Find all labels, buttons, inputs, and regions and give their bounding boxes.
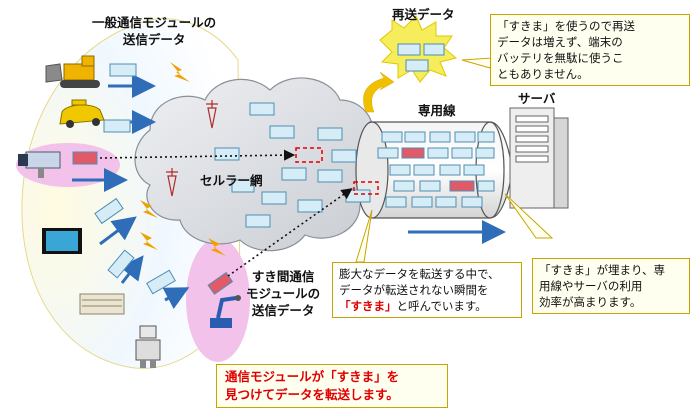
robot-arm-icon (210, 295, 241, 328)
callout-gap-explain-line: 膨大なデータを転送する中で、 (339, 267, 500, 281)
gap-term: 「すきま」 (339, 299, 397, 313)
cellular-network-label: セルラー網 (200, 173, 263, 188)
air-conditioner-icon (79, 293, 125, 315)
general-module-label-line: 一般通信モジュールの (92, 15, 217, 30)
callout-gap-explain-line: 「すきま」と呼んでいます。 (339, 298, 515, 314)
callout-transfer: 通信モジュールが「すきま」を 見つけてデータを転送します。 (216, 364, 448, 408)
resend-data-label: 再送データ (392, 7, 455, 22)
lightning-icon (140, 62, 226, 256)
device-packets (72, 63, 234, 295)
callout-battery: 「すきま」を使うので再送 データは増えず、端末の バッテリを無駄に使うこ ともあ… (490, 14, 690, 86)
antenna-tower-icon (166, 100, 218, 197)
callout-gap-explain-line: データが転送されない瞬間を (339, 283, 489, 297)
gap-red-packet (207, 271, 234, 295)
tube-red-packet (401, 147, 425, 159)
callout-efficiency: 「すきま」が埋まり、専 用線やサーバの利用 効率が高まります。 (532, 258, 690, 314)
gap-module-label: すき間通信 モジュールの 送信データ (246, 268, 320, 319)
bulldozer-icon (45, 55, 100, 88)
gap-slot-tube (353, 181, 379, 195)
robot-icon (135, 325, 161, 368)
gap-module-highlight (186, 238, 250, 362)
server-label: サーバ (518, 91, 556, 106)
general-module-label: 一般通信モジュールの 送信データ (92, 14, 216, 48)
callout-battery-line: ともありません。 (497, 67, 589, 81)
callout-transfer-line: 見つけてデータを転送します。 (225, 387, 399, 402)
gap-module-label-line: モジュールの (246, 286, 321, 301)
camera-red-packet (72, 151, 98, 165)
callout-gap-explain: 膨大なデータを転送する中で、 データが転送されない瞬間を 「すきま」と呼んでいま… (332, 262, 522, 318)
callout-battery-line: データは増えず、端末の (497, 35, 623, 49)
tube-red-packet (449, 180, 475, 192)
callout-battery-line: 「すきま」を使うので再送 (497, 19, 635, 33)
callout-efficiency-line: 効率が高まります。 (539, 295, 642, 309)
gap-slot-cloud (295, 147, 323, 163)
callout-efficiency-line: 用線やサーバの利用 (539, 279, 643, 293)
server-rack-icon (509, 107, 569, 209)
callout-pointers (355, 57, 554, 263)
security-camera-icon (18, 151, 61, 178)
taxi-icon (59, 99, 105, 128)
cloud-packets (214, 102, 371, 228)
gap-module-label-line: すき間通信 (251, 269, 315, 284)
callout-efficiency-line: 「すきま」が埋まり、専 (539, 263, 666, 277)
resend-burst (379, 15, 458, 83)
callout-transfer-line: 通信モジュールが「すきま」を (225, 369, 400, 384)
general-module-label-line: 送信データ (122, 32, 186, 47)
dedicated-line-label: 専用線 (418, 103, 456, 118)
gap-paths (99, 149, 353, 277)
gap-module-label-line: 送信データ (251, 303, 315, 318)
resend-arrow (363, 71, 395, 113)
callout-battery-line: バッテリを無駄に使うこ (497, 51, 624, 65)
gap-term-tail: と呼んでいます。 (396, 299, 487, 313)
photo-frame-icon (42, 228, 82, 254)
tube-packets (377, 131, 495, 208)
